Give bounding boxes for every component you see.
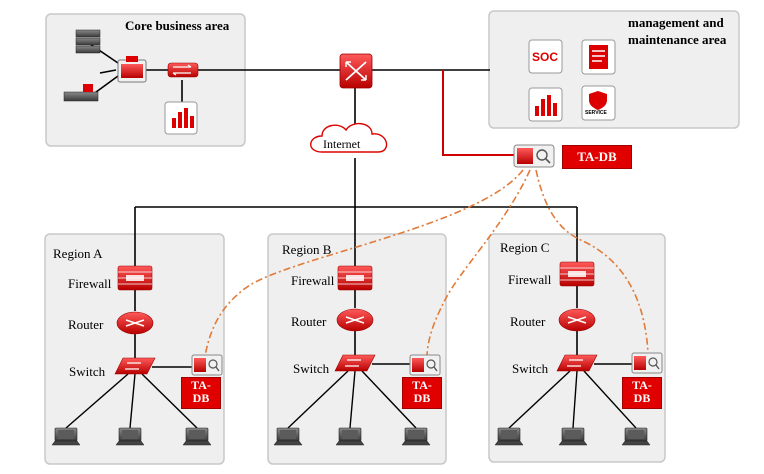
region-b-firewall-label: Firewall — [291, 273, 335, 288]
region-c-laptop-icon — [558, 427, 588, 446]
region-c-name: Region C — [500, 240, 550, 255]
database-server-icon — [63, 84, 99, 102]
region-a-switch-label: Switch — [69, 364, 106, 379]
region-b-tadb-appliance-icon — [409, 354, 441, 376]
region-a-laptop-icon — [182, 427, 212, 446]
soc-icon — [528, 39, 563, 74]
management-area-title-line2: maintenance area — [628, 32, 727, 47]
service-label: SERVICE — [585, 110, 607, 116]
core-router-icon — [339, 53, 373, 89]
region-b-laptop-icon — [273, 427, 303, 446]
region-b-switch-icon — [334, 354, 376, 372]
region-a-firewall-icon — [117, 265, 153, 291]
region-internal-links — [134, 286, 632, 368]
database-document-icon — [581, 39, 616, 75]
analytics-icon — [528, 87, 563, 122]
region-a-switch-icon — [114, 357, 156, 375]
region-c-router-icon — [558, 308, 596, 332]
region-c-tadb-appliance-icon — [631, 352, 663, 374]
region-a-router-label: Router — [68, 317, 104, 332]
core-area-title: Core business area — [125, 18, 230, 33]
region-a-name: Region A — [53, 246, 103, 261]
management-area-title-line1: management and — [628, 15, 724, 30]
region-a-tadb-line2: DB — [192, 391, 210, 405]
region-b-name: Region B — [282, 242, 332, 257]
laptop-links — [65, 370, 637, 429]
region-a-router-icon — [116, 311, 154, 335]
central-tadb-appliance-icon — [513, 144, 555, 168]
region-c-tadb-label: TA- DB — [622, 377, 662, 409]
region-c-firewall-label: Firewall — [508, 272, 552, 287]
region-b-panel — [267, 233, 447, 465]
internet-label: Internet — [323, 137, 361, 151]
core-analytics-icon — [164, 101, 198, 135]
region-b-router-label: Router — [291, 314, 327, 329]
core-server-icon — [117, 56, 147, 83]
region-b-laptop-icon — [335, 427, 365, 446]
internet-cloud-icon — [310, 123, 388, 153]
region-b-firewall-icon — [337, 265, 373, 291]
region-b-tadb-line2: DB — [413, 391, 431, 405]
tadb-sync-links — [204, 169, 649, 357]
monitoring-link — [442, 70, 514, 156]
server-rack-icon — [75, 29, 101, 54]
region-c-laptop-icon — [494, 427, 524, 446]
region-a-laptop-icon — [115, 427, 145, 446]
backbone-links — [89, 43, 578, 266]
region-b-switch-label: Switch — [293, 361, 330, 376]
region-c-tadb-line1: TA- — [632, 378, 652, 392]
region-c-router-label: Router — [510, 314, 546, 329]
region-b-router-icon — [336, 308, 374, 332]
region-b-tadb-line1: TA- — [412, 378, 432, 392]
region-b-tadb-label: TA- DB — [402, 377, 442, 409]
region-a-tadb-appliance-icon — [191, 354, 223, 376]
region-a-firewall-label: Firewall — [68, 276, 112, 291]
core-switch-icon — [167, 62, 199, 78]
region-a-tadb-label: TA- DB — [181, 377, 221, 409]
region-c-switch-icon — [556, 354, 598, 372]
region-a-laptop-icon — [51, 427, 81, 446]
region-c-switch-label: Switch — [512, 361, 549, 376]
region-c-laptop-icon — [621, 427, 651, 446]
region-b-laptop-icon — [401, 427, 431, 446]
soc-label: SOC — [532, 50, 559, 64]
service-shield-icon — [581, 85, 616, 121]
region-a-tadb-line1: TA- — [191, 378, 211, 392]
region-c-tadb-line2: DB — [633, 391, 651, 405]
region-c-firewall-icon — [559, 261, 595, 287]
central-tadb-label: TA-DB — [562, 145, 632, 169]
